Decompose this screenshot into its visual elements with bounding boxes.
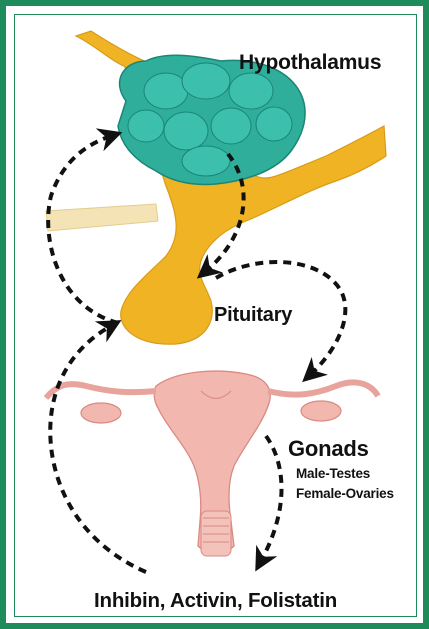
male-testes-label: Male-Testes	[296, 466, 370, 481]
gonads-label: Gonads	[288, 436, 369, 462]
pituitary-label: Pituitary	[214, 304, 292, 327]
hormones-label: Inhibin, Activin, Folistatin	[94, 589, 337, 613]
uterus-ovaries	[46, 371, 378, 556]
female-ovaries-label: Female-Ovaries	[296, 486, 394, 501]
arrow-hormones-to-pituitary	[50, 326, 146, 572]
arrow-gonads-to-hormones	[261, 436, 282, 561]
hypothalamus-label: Hypothalamus	[239, 51, 381, 75]
